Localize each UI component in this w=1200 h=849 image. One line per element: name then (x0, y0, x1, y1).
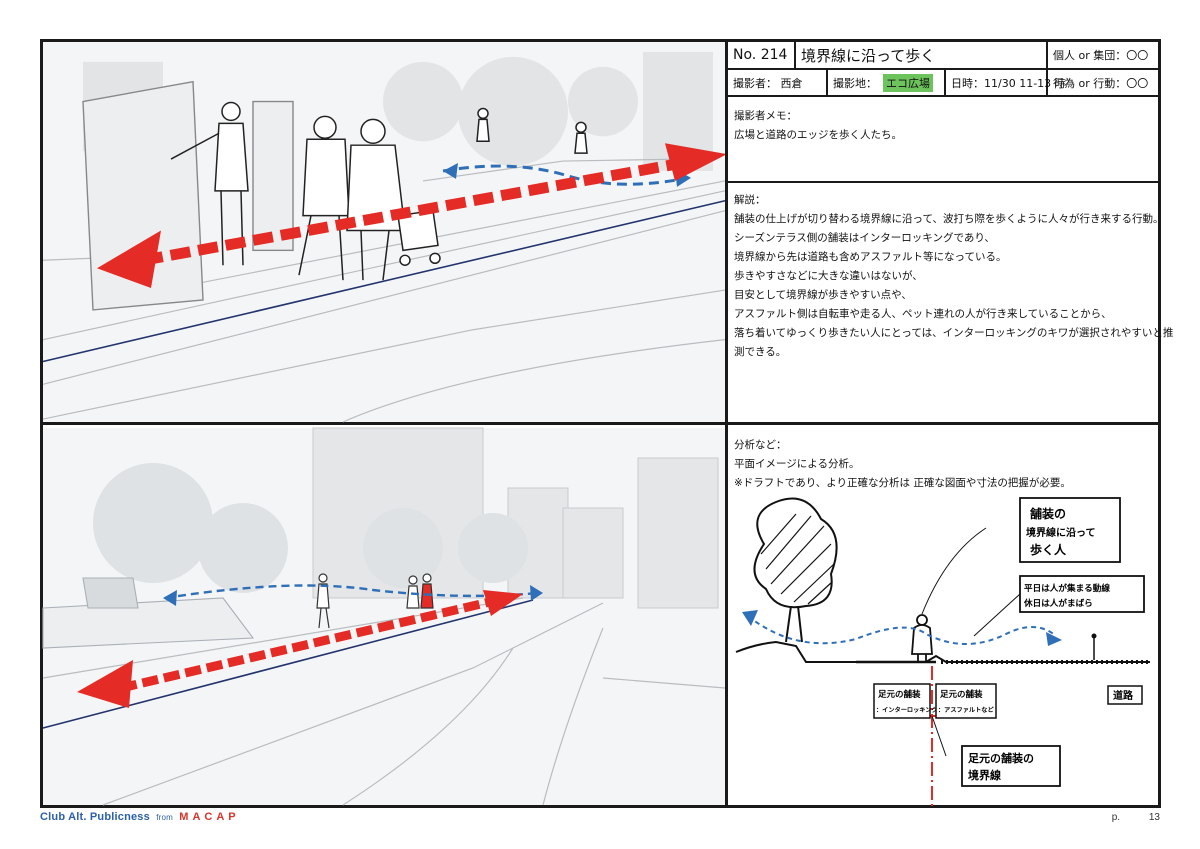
title-cell: 境界線に沿って歩く (796, 42, 1048, 68)
road-post-top (1091, 633, 1097, 639)
explanation-line: 歩きやすさなどに大きな違いはないが、 (734, 270, 923, 282)
datetime: 日時：11/30 11-13 時 (951, 76, 1066, 90)
datetime-cell: 日時：11/30 11-13 時 (946, 70, 1066, 95)
tree-hatching (760, 513, 835, 605)
flow-note-box (1019, 575, 1145, 613)
number-cell: No. 214 (728, 42, 796, 68)
explanation-line: シーズンテラス側の舗装はインターロッキングであり、 (734, 232, 995, 244)
walk-note-text-1: 舗装の (1029, 506, 1066, 521)
flow-line (747, 615, 1057, 645)
explanation-line: 目安として境界線が歩きやすい点や、 (734, 289, 912, 301)
flow-arrow-left (742, 610, 758, 626)
page-number: p. 13 (1112, 812, 1160, 823)
footer-brand: Club Alt. Publicness from MACAP (40, 811, 240, 823)
flow-leader (973, 593, 1021, 637)
analysis-line: 平面イメージによる分析。 (734, 458, 860, 470)
person-body (911, 624, 933, 655)
memo-line: 広場と道路のエッジを歩く人たち。 (734, 129, 902, 141)
ground-line (735, 640, 1150, 663)
group-label: 個人 or 集団：〇〇 (1053, 49, 1149, 62)
left-pave-note-text-1: 足元の舗装 (878, 689, 921, 700)
person-legs (917, 654, 927, 662)
bottom-photo-illustration (42, 427, 726, 806)
brand-from: from (156, 813, 174, 822)
memo-box: 撮影者メモ： 広場と道路のエッジを歩く人たち。 (728, 99, 1158, 183)
top-photo-illustration (42, 42, 727, 423)
flow-arrow-right (1046, 632, 1062, 646)
person-head (916, 614, 928, 626)
location-value: エコ広場 (883, 73, 933, 92)
boundary-note-text-1: 足元の舗装の (968, 751, 1034, 765)
location-label: 撮影地： (833, 76, 877, 90)
explanation-box: 解説： 舗装の仕上げが切り替わる境界線に沿って、波打ち際を歩くように人々が行き来… (728, 183, 1174, 425)
header-row-1: No. 214 境界線に沿って歩く 個人 or 集団：〇〇 (728, 42, 1158, 70)
record-number: No. 214 (733, 47, 788, 63)
group-cell: 個人 or 集団：〇〇 (1048, 42, 1158, 68)
record-title: 境界線に沿って歩く (801, 46, 936, 65)
page-value: 13 (1148, 812, 1160, 823)
explanation-line: 境界線から先は道路も含めアスファルト等になっている。 (734, 251, 1007, 263)
header-row-2: 撮影者： 西倉 撮影地： エコ広場 日時：11/30 11-13 時 行為 or… (728, 70, 1158, 97)
brand-macap: MACAP (179, 811, 240, 823)
left-pave-note-text-2: ：インターロッキング (876, 706, 939, 714)
analysis-sketch: 舗装の 境界線に沿って 歩く人 平日は人が集まる動線 休日は人がまばら 道路 足… (735, 497, 1150, 810)
photographer-cell: 撮影者： 西倉 (728, 70, 828, 95)
top-photo (42, 42, 727, 425)
page-prefix: p. (1111, 812, 1121, 823)
vertical-divider (725, 42, 728, 805)
action-cell: 行為 or 行動：〇〇 (1048, 70, 1158, 95)
storyboard-sheet: No. 214 境界線に沿って歩く 個人 or 集団：〇〇 撮影者： 西倉 撮影… (40, 39, 1174, 810)
explanation-line: 測できる。 (734, 346, 787, 358)
road-note-box (1107, 685, 1143, 705)
walk-leader (921, 527, 987, 615)
right-pave-note-text-2: ：アスファルトなど (938, 706, 994, 714)
bottom-photo (42, 427, 726, 806)
action-label: 行為 or 行動：〇〇 (1053, 76, 1149, 90)
memo-heading: 撮影者メモ： (734, 110, 797, 122)
brand-name: Club Alt. Publicness (40, 811, 150, 823)
info-column: No. 214 境界線に沿って歩く 個人 or 集団：〇〇 撮影者： 西倉 撮影… (728, 42, 1174, 810)
road-note-text: 道路 (1113, 689, 1134, 702)
walk-note-box (1019, 497, 1121, 563)
right-pave-note-text-1: 足元の舗装 (940, 689, 983, 700)
explanation-line: 舗装の仕上げが切り替わる境界線に沿って、波打ち際を歩くように人々が行き来する行動… (734, 213, 1164, 225)
tree-trunk (785, 605, 803, 643)
analysis-box: 分析など： 平面イメージによる分析。 ※ドラフトであり、より正確な分析は 正確な… (728, 428, 1158, 810)
walk-note-text-2: 境界線に沿って (1026, 526, 1096, 539)
right-pave-note-box (935, 683, 997, 719)
analysis-line: ※ドラフトであり、より正確な分析は 正確な図面や寸法の把握が必要。 (734, 477, 1071, 489)
flow-note-text-1: 平日は人が集まる動線 (1024, 582, 1110, 594)
analysis-heading: 分析など： (734, 439, 787, 451)
explanation-line: 落ち着いてゆっくり歩きたい人にとっては、インターロッキングのキワが選択されやすい… (734, 327, 1174, 339)
walk-note-text-3: 歩く人 (1030, 542, 1067, 557)
explanation-heading: 解説： (734, 194, 766, 206)
flow-note-text-2: 休日は人がまばら (1023, 597, 1093, 609)
boundary-leader (931, 715, 947, 757)
left-pave-note-box (873, 683, 931, 719)
boundary-note-box (961, 745, 1061, 787)
boundary-note-text-2: 境界線 (968, 768, 1001, 782)
photographer: 撮影者： 西倉 (733, 76, 803, 90)
location-cell: 撮影地： エコ広場 (828, 70, 946, 95)
explanation-line: アスファルト側は自転車や走る人、ペット連れの人が行き来していることから、 (734, 308, 1112, 320)
